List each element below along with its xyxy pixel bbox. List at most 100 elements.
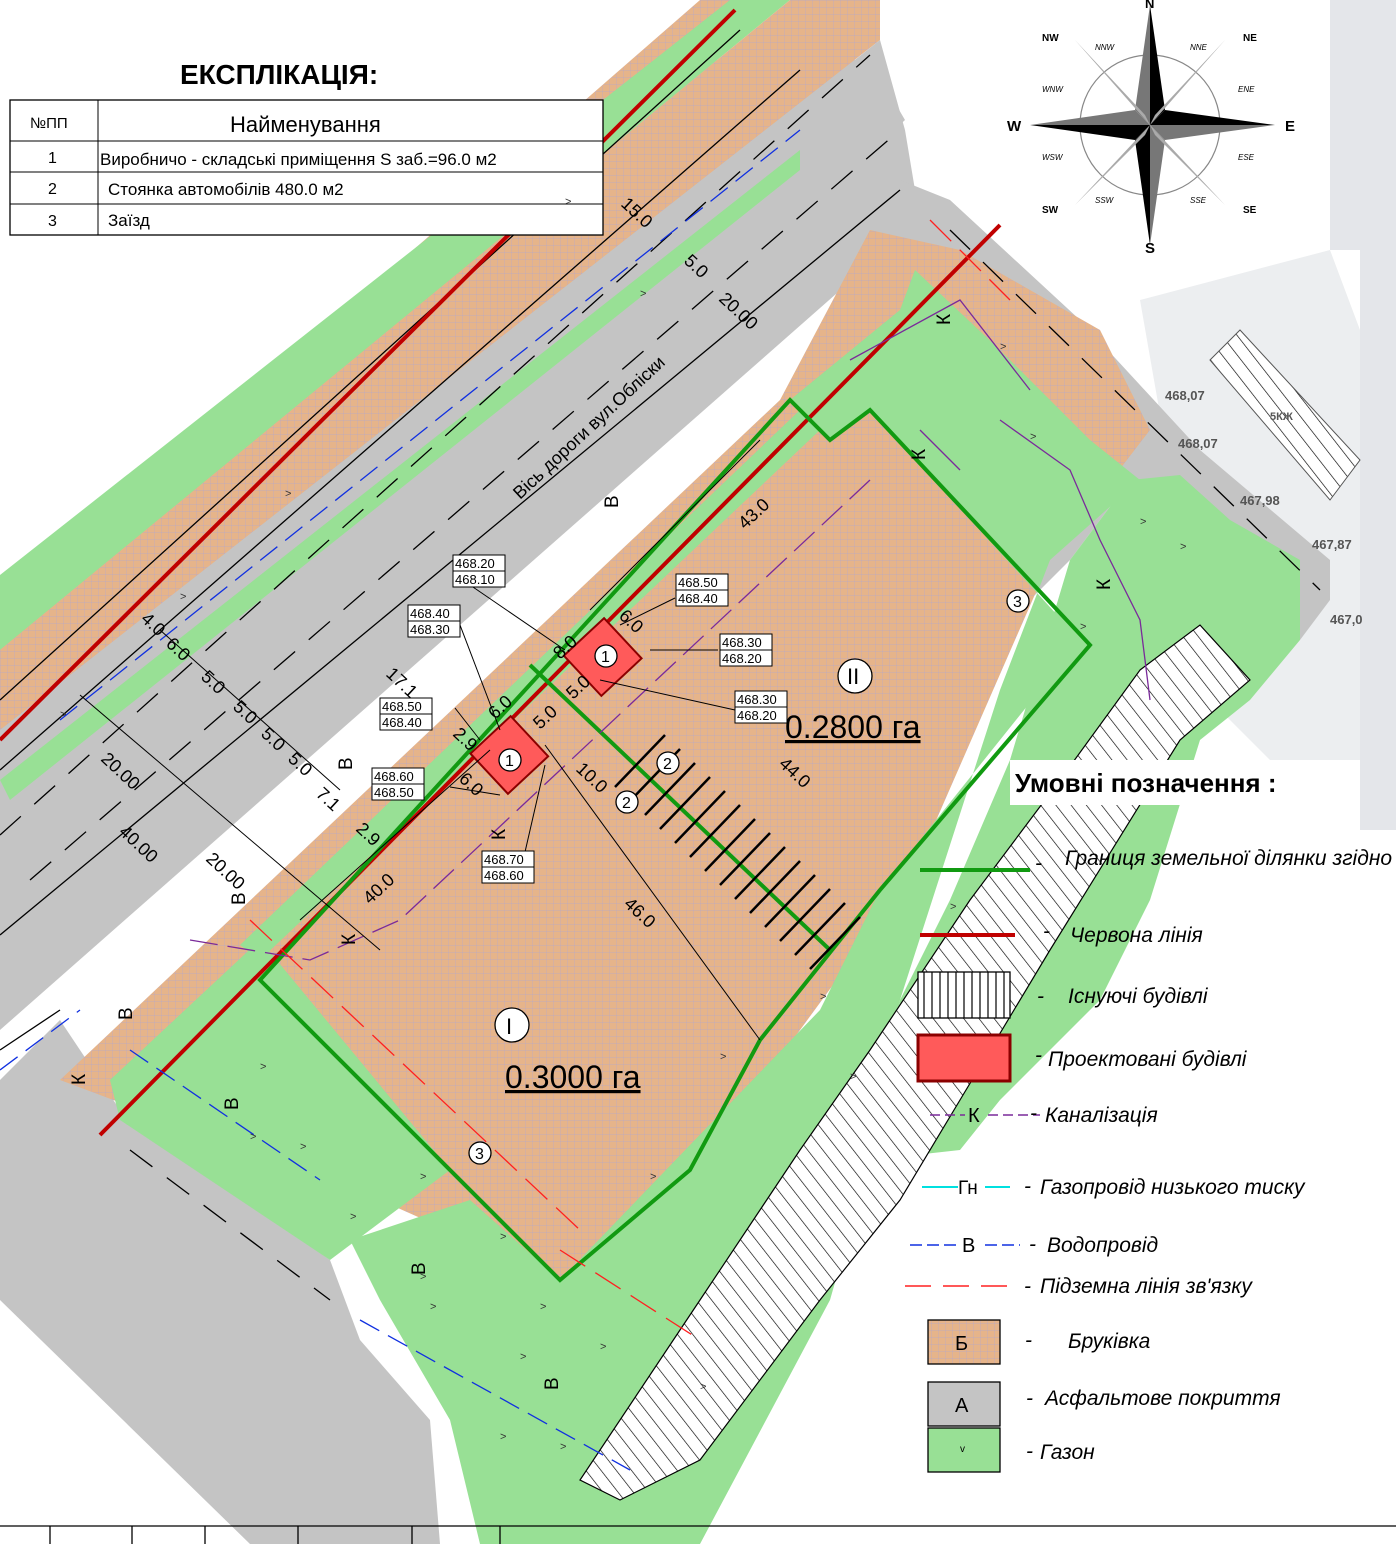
lawn-mark: >: [520, 1351, 526, 1363]
compass-n: N: [1145, 0, 1154, 11]
survey-mark-1: 468,07: [1165, 388, 1205, 403]
legend-asphalt-text: Асфальтове покриття: [1043, 1387, 1281, 1410]
legend-existing-text: Існуючі будівлі: [1068, 985, 1209, 1008]
dim-20c: 20.00: [202, 848, 249, 893]
red-line-1: [0, 8, 737, 742]
lawn-mark: >: [1030, 431, 1036, 443]
legend-sewer-text: Каналізація: [1045, 1104, 1158, 1127]
plot2-roman: II: [847, 664, 859, 689]
explication-row3-name: Заїзд: [108, 211, 150, 230]
lawn-mark: >: [560, 1441, 566, 1453]
survey-marks: 468,07 468,07 467,98 467,87 467,0 5КЖ: [1165, 388, 1363, 627]
legend: Умовні позначення : - Границя земельної …: [905, 760, 1396, 1473]
marker-3b: 3: [475, 1146, 484, 1163]
lawn-mark: >: [285, 488, 291, 500]
water-lines: [0, 129, 801, 1471]
lawn-mark: >: [420, 1271, 426, 1283]
existing-building-2: [1209, 329, 1361, 501]
elevation-value: 468.30: [737, 692, 777, 707]
lawn-mark: >: [260, 1061, 266, 1073]
elevation-value: 468.30: [722, 635, 762, 650]
water-letter-4: В: [116, 1007, 137, 1020]
lawn-mark: >: [565, 196, 571, 208]
parking-stripe: [749, 860, 801, 914]
plot-labels: II 0.2800 га I 0.3000 га: [494, 658, 921, 1095]
elevation-value: 468.40: [678, 591, 718, 606]
elevation-value: 468.10: [455, 572, 495, 587]
legend-boundary-dash: -: [1035, 852, 1042, 875]
legend-dash-3: -: [1035, 1044, 1042, 1067]
survey-mark-5: 467,0: [1330, 612, 1363, 627]
marker-3a: 3: [1013, 594, 1022, 611]
water-letter-3: В: [229, 892, 250, 905]
plot-boundary: [257, 397, 1093, 1283]
survey-mark-4: 467,87: [1312, 537, 1352, 552]
compass-w: W: [1007, 118, 1022, 135]
legend-boundary-text: Границя земельної ділянки згідно ДЗК: [1065, 847, 1396, 870]
compass-nw: NW: [1042, 33, 1059, 44]
lawn-mark: >: [180, 591, 186, 603]
parking-stripe: [779, 888, 831, 942]
elevation-value: 468.70: [484, 852, 524, 867]
compass-e: E: [1285, 118, 1295, 135]
water-letter-1: В: [602, 495, 623, 508]
legend-title: Умовні позначення :: [1015, 768, 1277, 798]
parking-stripe: [674, 790, 726, 844]
lawn-mark: >: [250, 1131, 256, 1143]
legend-comm-text: Підземна лінія зв'язку: [1040, 1275, 1253, 1298]
explication-row1-name: Виробничо - складські приміщення S заб.=…: [100, 150, 497, 169]
parking-stripe: [809, 916, 861, 970]
parking-stripe: [689, 804, 741, 858]
legend-paving-text: Бруківка: [1068, 1330, 1150, 1353]
compass-rose: N S W E NW NE SW SE NNW NNE WNW ENE WSW …: [1007, 0, 1295, 257]
marker-1b: 1: [601, 649, 610, 666]
explication-row3-no: 3: [48, 213, 57, 230]
dimension-lines: [79, 439, 761, 1041]
legend-dash-6: -: [1029, 1233, 1036, 1256]
explication-row2-no: 2: [48, 181, 57, 198]
compass-ene: ENE: [1238, 85, 1255, 94]
legend-lawn-code: v: [960, 1444, 965, 1455]
elevation-value: 468.60: [484, 868, 524, 883]
compass-wsw: WSW: [1042, 153, 1064, 162]
legend-dash-4: -: [1030, 1102, 1037, 1125]
lawn-marks: >>>>>>>>>>>>>>>>>>>>>>>>>>>>>: [60, 196, 1186, 1453]
lawn-mark: >: [540, 1301, 546, 1313]
elevation-value: 468.20: [455, 556, 495, 571]
elevation-value: 468.50: [374, 785, 414, 800]
elevation-value: 468.50: [382, 699, 422, 714]
plot1-area: 0.3000 га: [505, 1059, 641, 1095]
legend-gas-text: Газопровід низького тиску: [1040, 1176, 1306, 1199]
legend-water-code: В: [962, 1235, 975, 1257]
lawn-mark: >: [500, 1431, 506, 1443]
street-paving-2: [0, 0, 880, 730]
lawn-mark: >: [420, 1171, 426, 1183]
parking-stripe: [614, 734, 666, 788]
explication-col-no: №ПП: [30, 115, 68, 132]
lawn-mark: >: [640, 288, 646, 300]
legend-water-text: Водопровід: [1047, 1234, 1158, 1257]
elevation-value: 468.50: [678, 575, 718, 590]
marker-1a: 1: [505, 753, 514, 770]
survey-mark-3: 467,98: [1240, 493, 1280, 508]
dim-71: 7.1: [312, 783, 344, 815]
legend-asphalt-code: А: [955, 1395, 969, 1417]
lawn-mark: >: [720, 1051, 726, 1063]
sewer-letter-4: К: [489, 829, 510, 840]
lawn-mark: >: [700, 1381, 706, 1393]
legend-dash-8: -: [1025, 1329, 1032, 1352]
parking-stripe: [704, 818, 756, 872]
marker-2a: 2: [663, 756, 672, 773]
sewer-letter-5: К: [339, 934, 360, 945]
legend-sewer-code: К: [968, 1105, 980, 1127]
lawn-mark: >: [300, 1141, 306, 1153]
elevation-value: 468.40: [382, 715, 422, 730]
lawn-mark: >: [430, 1301, 436, 1313]
site-paving: [60, 230, 1150, 1280]
explication-row2-name: Стоянка автомобілів 480.0 м2: [108, 180, 344, 199]
